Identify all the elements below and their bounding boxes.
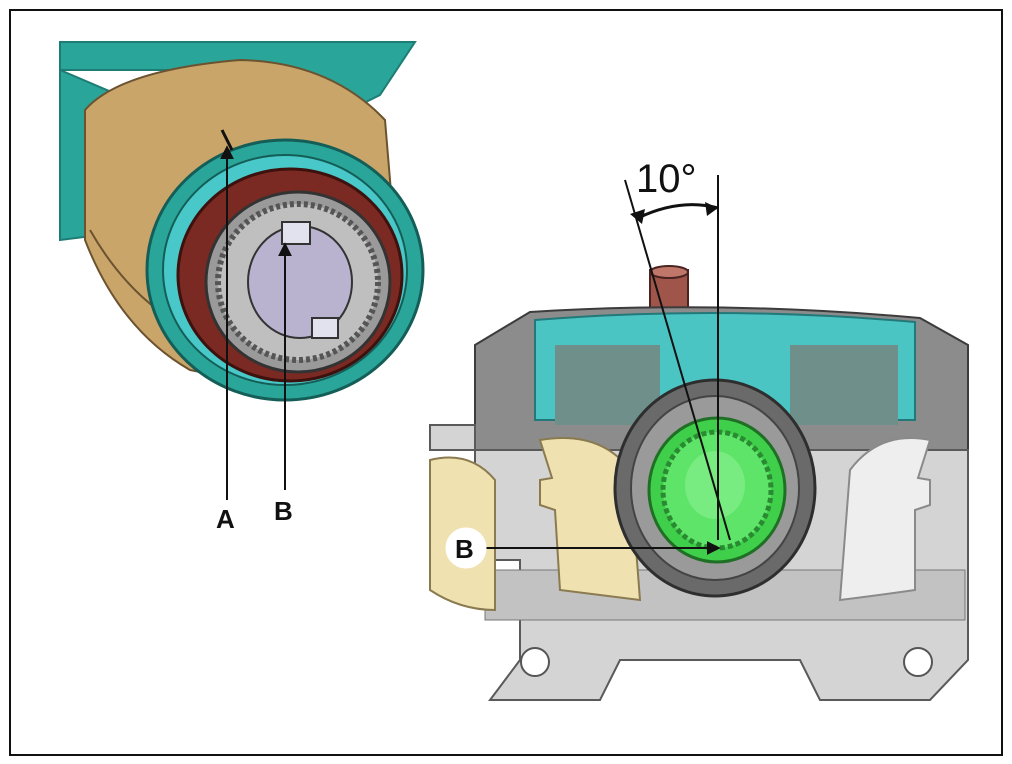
piston-closeup bbox=[59, 41, 425, 402]
label-b-right: B bbox=[455, 534, 474, 564]
angle-label: 10° bbox=[636, 157, 697, 201]
label-b-left: B bbox=[274, 496, 293, 526]
label-a: A bbox=[216, 504, 235, 534]
right-callout: B bbox=[445, 527, 721, 569]
angle-indicator: 10° bbox=[624, 157, 731, 541]
caliper-assembly bbox=[429, 265, 969, 701]
left-callouts: A B bbox=[216, 145, 293, 534]
